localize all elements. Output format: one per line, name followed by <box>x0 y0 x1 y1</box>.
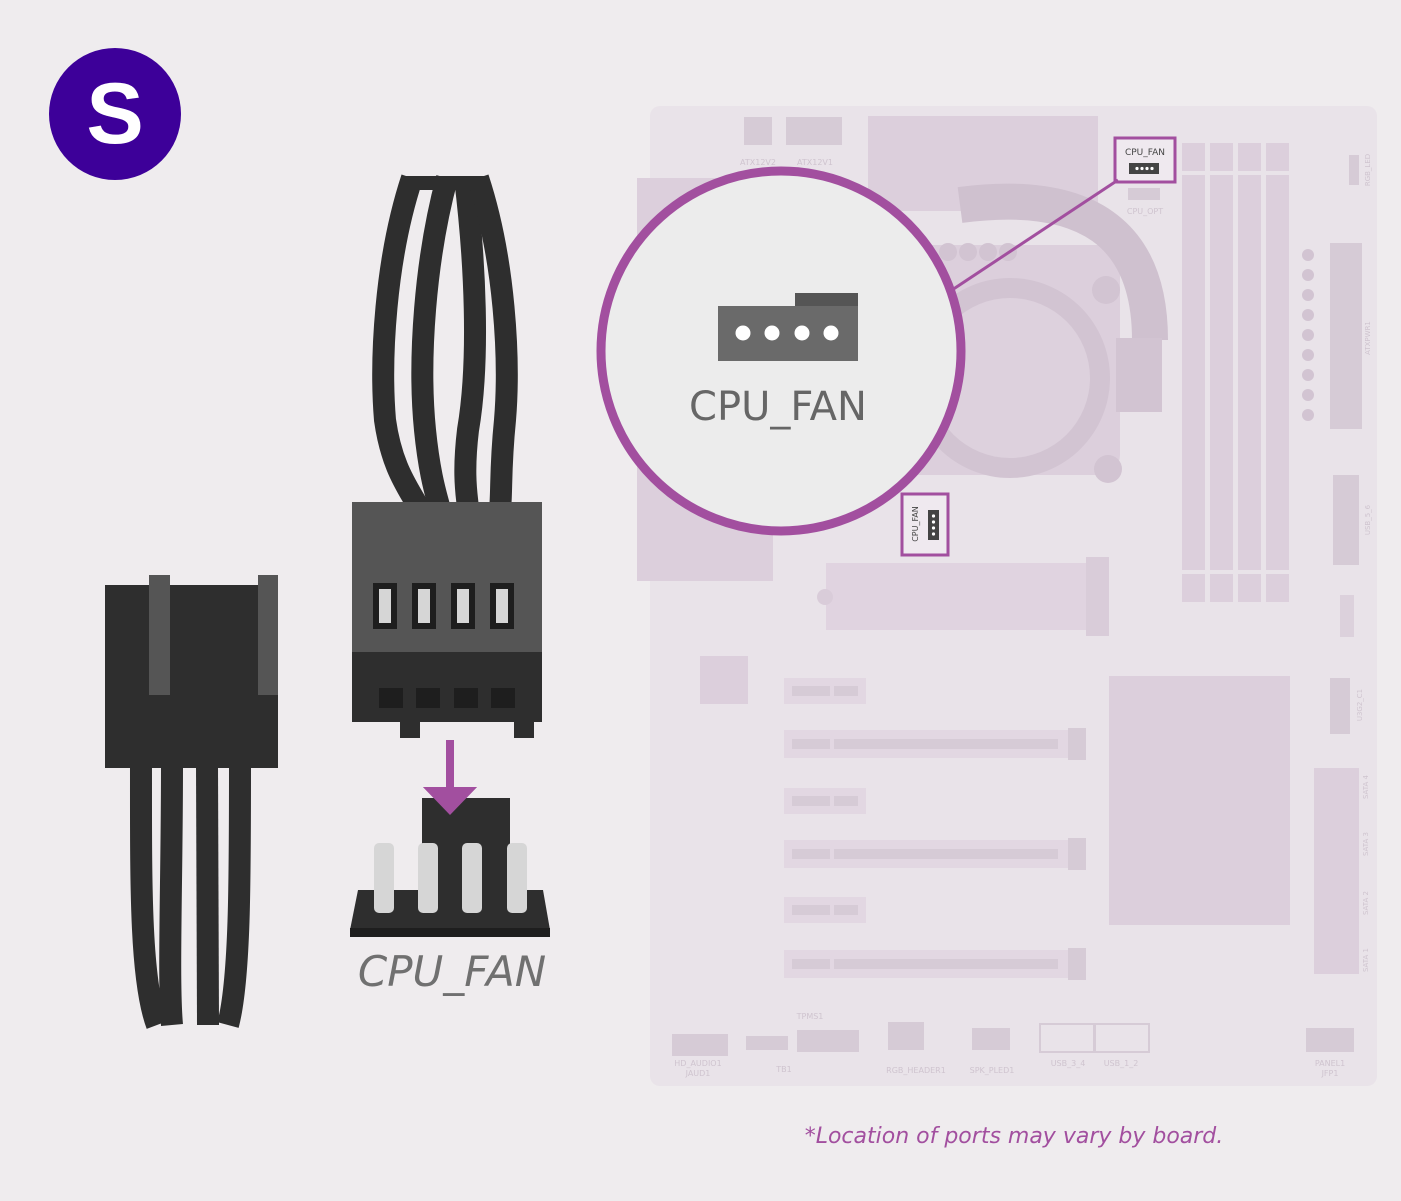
zoom-header-icon <box>718 293 858 361</box>
label-sata1: SATA 1 <box>1362 948 1370 972</box>
label-u3g2: U3G2_C1 <box>1356 689 1364 721</box>
atx12v-connectors <box>744 117 842 145</box>
label-sata4: SATA 4 <box>1362 774 1370 799</box>
label-rgb-led: RGB_LED <box>1364 154 1372 186</box>
label-usb-5-6: USB_5_6 <box>1364 504 1372 535</box>
label-jaud1: JAUD1 <box>685 1069 711 1078</box>
pin-header-label: CPU_FAN <box>358 947 546 996</box>
footnote: *Location of ports may vary by board. <box>805 1124 1224 1149</box>
label-spk-pled: SPK_PLED1 <box>970 1066 1015 1075</box>
label-cpu-fan-side: CPU_FAN <box>911 506 920 542</box>
label-tb1: TB1 <box>775 1065 791 1074</box>
brand-circle <box>49 48 181 180</box>
chipset-heatsink <box>1109 676 1290 925</box>
callout-line <box>951 178 1119 292</box>
label-usb-3-4: USB_3_4 <box>1051 1059 1086 1068</box>
label-usb-1-2: USB_1_2 <box>1104 1059 1139 1068</box>
rgb-led-header <box>1349 155 1359 185</box>
label-atx12v1: ATX12V1 <box>797 158 833 167</box>
small-header <box>1340 595 1354 637</box>
pcie-slots <box>784 678 1086 980</box>
label-rgb-header: RGB_HEADER1 <box>886 1066 946 1075</box>
pin-header: CPU_FAN <box>350 787 550 996</box>
fan-connector-front-view <box>352 174 542 738</box>
m2-slot <box>826 563 1088 630</box>
label-atx12v2: ATX12V2 <box>740 158 776 167</box>
sata-block <box>1314 768 1359 974</box>
label-jfp1: JFP1 <box>1321 1069 1339 1078</box>
zoom-label: CPU_FAN <box>689 384 867 430</box>
m2-screw <box>817 589 833 605</box>
cpu-opt-header <box>1128 188 1160 200</box>
zoom-callout: CPU_FAN <box>596 166 1119 536</box>
ram-slots <box>1182 143 1289 602</box>
usb-5-6-header <box>1333 475 1359 565</box>
label-cpu-opt: CPU_OPT <box>1127 207 1163 216</box>
bottom-headers <box>672 1022 1354 1056</box>
cpu-fan-header-side: CPU_FAN <box>900 492 950 557</box>
brand-letter: S <box>86 66 143 162</box>
label-cpu-fan-top: CPU_FAN <box>1125 148 1165 158</box>
chip-small <box>700 656 748 704</box>
label-tpms1: TPMS1 <box>796 1012 824 1021</box>
label-sata2: SATA 2 <box>1362 891 1370 915</box>
cpu-fan-header-top: CPU_FAN <box>1113 136 1177 184</box>
label-atxpwr1: ATXPWR1 <box>1364 321 1372 355</box>
label-hd-audio: HD_AUDIO1 <box>674 1059 721 1068</box>
m2-standoff <box>1086 557 1109 636</box>
atx24-connector <box>1302 243 1362 429</box>
label-panel1: PANEL1 <box>1315 1059 1345 1068</box>
label-sata3: SATA 3 <box>1362 832 1370 856</box>
fan-connector-side-view <box>105 575 278 1029</box>
brand-badge: S <box>49 48 181 180</box>
u3g2-header <box>1330 678 1350 734</box>
